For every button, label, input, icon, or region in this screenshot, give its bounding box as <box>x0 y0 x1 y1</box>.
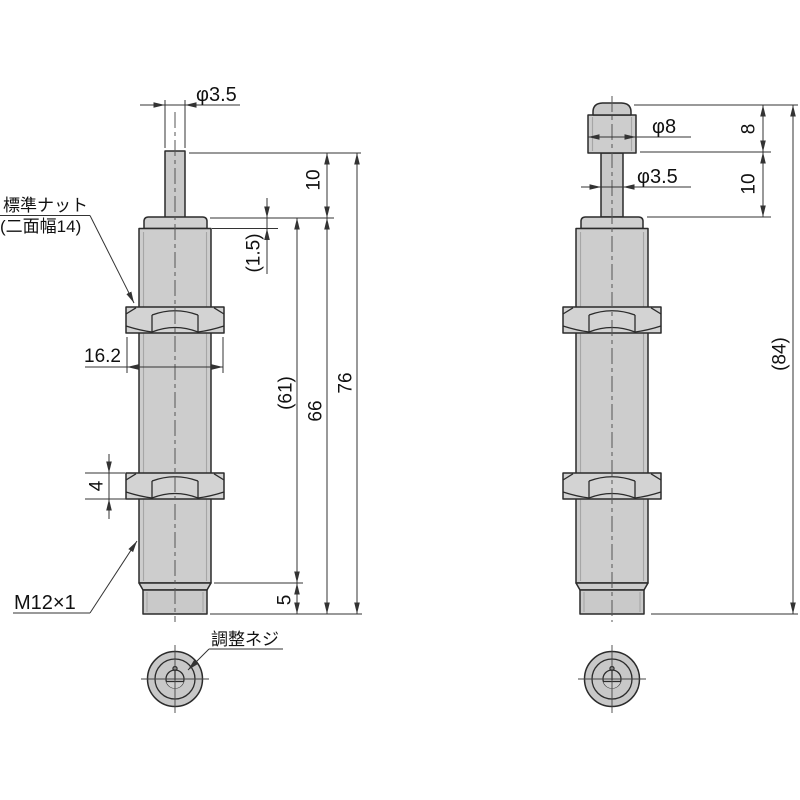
dim-rod-length: 10 <box>739 173 760 194</box>
dim-nut-height: 4 <box>87 480 108 491</box>
dim-cap-diameter: φ8 <box>652 116 676 138</box>
label-adjust-screw: 調整ネジ <box>211 630 279 649</box>
nut-label-leader <box>89 215 135 304</box>
left-view-dimensions: φ3.5 10 66 76 (61) 5 (1.5) 16.2 <box>84 84 362 615</box>
dim-total-length: 76 <box>336 372 357 393</box>
dim-rod-length: 10 <box>304 169 325 190</box>
dim-extended-total: (84) <box>770 337 791 371</box>
thread-label-leader <box>89 540 138 614</box>
dim-tip-length: 5 <box>275 595 296 606</box>
left-view-part <box>125 112 225 713</box>
right-view-part <box>562 96 662 713</box>
dim-nut-width: 16.2 <box>84 346 121 367</box>
dim-body-length: (61) <box>276 376 297 410</box>
label-thread-spec: M12×1 <box>14 592 76 614</box>
label-nut-width-across-flats: (二面幅14) <box>0 217 81 236</box>
dim-step: (1.5) <box>244 233 265 272</box>
left-bottom-view <box>141 645 209 713</box>
right-view-dimensions: φ8 φ3.5 8 10 (84) <box>581 104 798 615</box>
dim-cap-height: 8 <box>739 124 760 135</box>
right-bottom-view <box>578 645 646 713</box>
dim-66: 66 <box>306 400 327 421</box>
dim-rod-diameter: φ3.5 <box>196 84 237 106</box>
left-view-labels: 標準ナット (二面幅14) M12×1 調整ネジ <box>0 196 283 671</box>
adjust-label-leader <box>187 648 210 671</box>
dim-rod-diameter: φ3.5 <box>637 166 678 188</box>
hex-nut-lower <box>562 472 662 500</box>
head-rim <box>143 216 208 230</box>
label-standard-nut: 標準ナット <box>3 196 88 215</box>
